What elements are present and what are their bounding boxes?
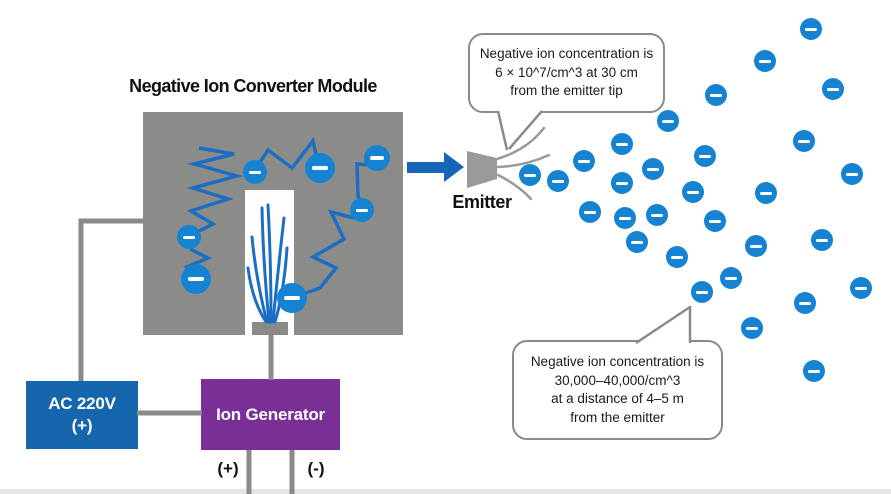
negative-ion [705,84,727,106]
emitter-nozzle-icon [467,151,497,188]
negative-ion [754,50,776,72]
ion-generator-label: Ion Generator [216,404,325,424]
positive-terminal-label: (+) [217,459,239,478]
negative-ion [720,267,742,289]
negative-ion [841,163,863,185]
negative-ion [682,181,704,203]
power-source-box: AC 220V (+) [26,381,138,449]
callout-top-line-1: Negative ion concentration is [479,46,654,62]
negative-ion [800,18,822,40]
negative-terminal-label: (-) [307,459,325,478]
negative-ion [822,78,844,100]
photo-bottom-edge [0,489,891,494]
negative-ion [794,292,816,314]
negative-ion [741,317,763,339]
callout-bottom-line-3: at a distance of 4–5 m [551,391,684,406]
ion-generator-box: Ion Generator [201,379,340,450]
wire-module-to-power [78,218,146,381]
flow-arrow-icon [407,152,464,182]
emitter-label: Emitter [452,192,512,212]
negative-ion [704,210,726,232]
negative-ion [691,281,713,303]
negative-ion [519,164,541,186]
negative-ion [573,150,595,172]
negative-ion [614,207,636,229]
negative-ion [694,145,716,167]
negative-ion [642,158,664,180]
emitter-spray [495,126,551,201]
negative-ion [611,172,633,194]
negative-ion [850,277,872,299]
diagram-title: Negative Ion Converter Module [129,76,377,96]
callout-bottom: Negative ion concentration is 30,000–40,… [512,340,723,440]
negative-ion [745,235,767,257]
callout-bottom-line-2: 30,000–40,000/cm^3 [554,372,681,388]
callout-top: Negative ion concentration is 6 × 10^7/c… [468,33,665,113]
negative-ion [579,201,601,223]
negative-ion [626,231,648,253]
negative-ion [803,360,825,382]
callout-bottom-line-4: from the emitter [570,409,665,425]
negative-ion [547,170,569,192]
negative-ion [666,246,688,268]
negative-ion [811,229,833,251]
negative-ion [793,130,815,152]
callout-top-line-3: from the emitter tip [510,83,623,99]
negative-ion [755,182,777,204]
electrode-block [252,322,288,335]
negative-ion [657,110,679,132]
callout-top-tail [496,109,543,151]
callout-bottom-line-1: Negative ion concentration is [530,354,705,369]
negative-ion [646,204,668,226]
power-source-voltage: AC 220V [48,394,116,413]
power-source-polarity: (+) [71,416,93,435]
callout-top-line-2: 6 × 10^7/cm^3 at 30 cm [495,64,638,80]
negative-ion [611,133,633,155]
module-slot [245,190,294,335]
